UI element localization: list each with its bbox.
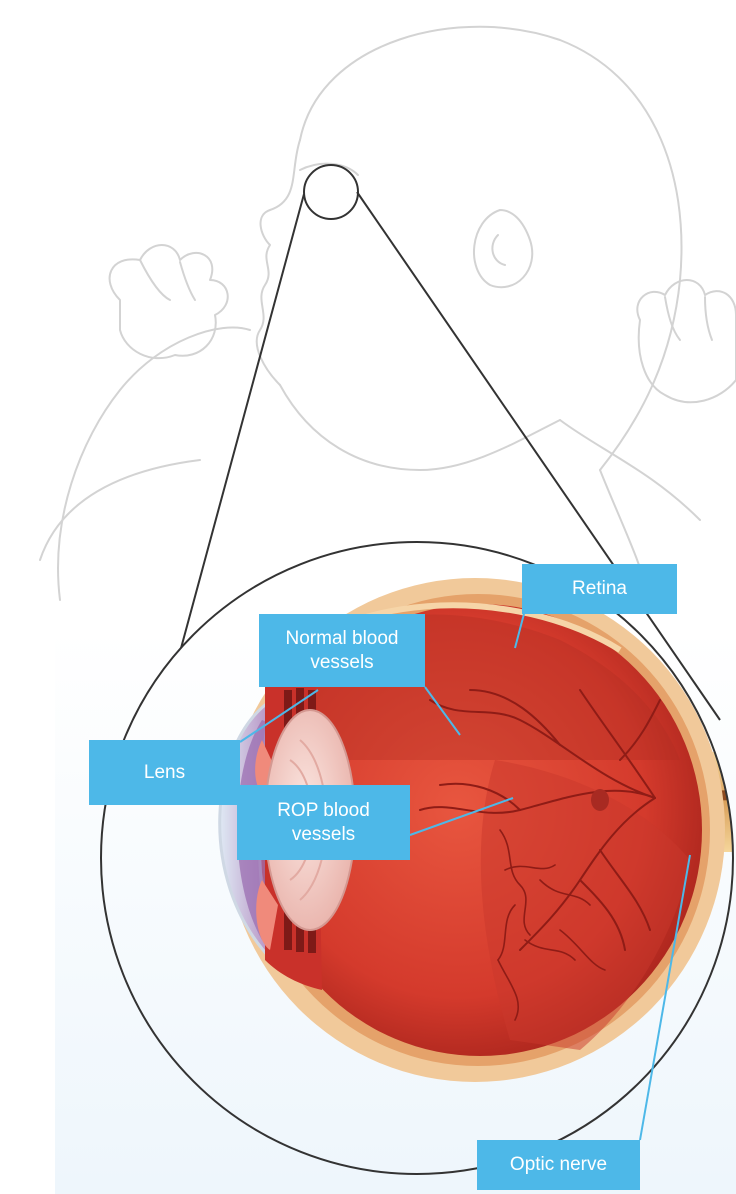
label-lens: Lens [89, 740, 240, 805]
eye-focus-circle [304, 165, 358, 219]
baby-sketch-icon [40, 27, 736, 600]
label-retina: Retina [522, 564, 677, 614]
label-rop-blood-vessels: ROP blood vessels [237, 785, 410, 860]
label-normal-blood-vessels: Normal blood vessels [259, 614, 425, 687]
label-optic-nerve: Optic nerve [477, 1140, 640, 1190]
